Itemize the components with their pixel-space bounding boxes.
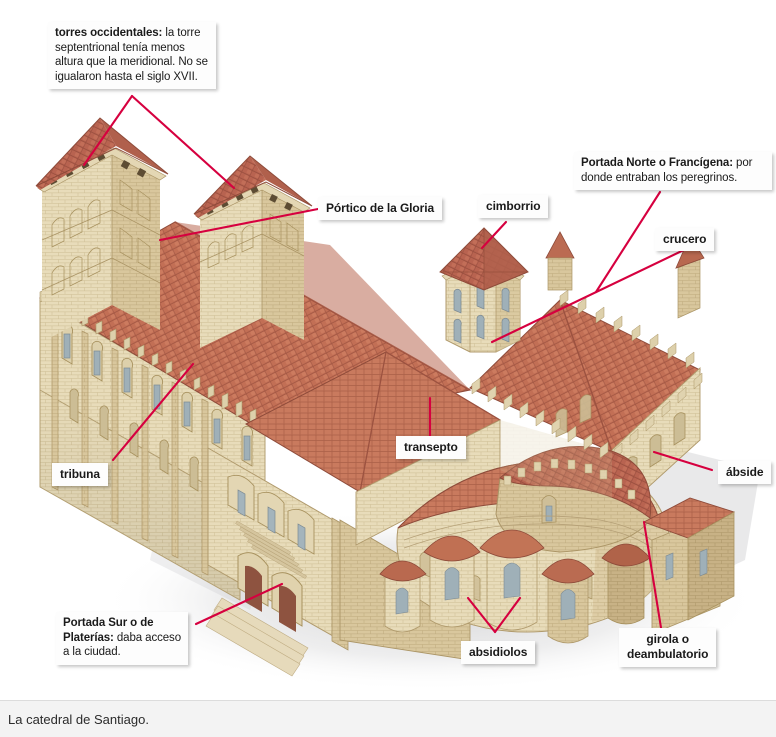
- label-absidiolos[interactable]: absidiolos: [461, 641, 536, 664]
- label-girola[interactable]: girola o deambulatorio: [619, 628, 717, 667]
- label-portada-norte[interactable]: Portada Norte o Francígena: por donde en…: [574, 152, 772, 190]
- label-term-line1: girola o: [646, 632, 689, 646]
- label-term: ábside: [726, 465, 764, 479]
- label-portada-sur[interactable]: Portada Sur o de Platerías: daba acceso …: [56, 612, 188, 665]
- label-term: absidiolos: [469, 645, 528, 659]
- label-term: tribuna: [60, 467, 100, 481]
- absidiolos: [379, 529, 651, 644]
- crossing-spire: [545, 231, 575, 291]
- label-term-line2: deambulatorio: [627, 647, 709, 661]
- label-term: Portada Sur o de Platerías:: [63, 617, 154, 644]
- label-description: por donde entraban los peregrinos.: [581, 157, 753, 184]
- east-annex: [642, 497, 736, 635]
- west-tower-north: [193, 155, 313, 348]
- cathedral-illustration: torres occidentales: la torre septentrio…: [35, 22, 772, 692]
- nave-parapet: [471, 377, 609, 459]
- label-description: daba acceso a la ciudad.: [63, 631, 181, 659]
- figure-caption-bar: La catedral de Santiago.: [0, 700, 776, 737]
- figure-caption: La catedral de Santiago.: [8, 712, 149, 727]
- label-transepto[interactable]: transepto: [396, 436, 466, 459]
- cathedral-drawing: [35, 117, 760, 692]
- label-term: transepto: [404, 440, 458, 454]
- label-abside[interactable]: ábside: [718, 461, 772, 484]
- label-term: torres occidentales:: [55, 27, 163, 39]
- label-crucero[interactable]: crucero: [655, 228, 715, 251]
- label-term: Portada Norte o Francígena:: [581, 157, 733, 169]
- label-cimborrio[interactable]: cimborrio: [478, 195, 549, 218]
- label-portico-de-la-gloria[interactable]: Pórtico de la Gloria: [318, 197, 443, 220]
- label-term: Pórtico de la Gloria: [326, 201, 435, 215]
- label-term: cimborrio: [486, 199, 541, 213]
- cimborrio-tower: [439, 227, 529, 353]
- west-tower-south: [35, 117, 169, 342]
- label-tribuna[interactable]: tribuna: [52, 463, 108, 486]
- label-torres-occidentales[interactable]: torres occidentales: la torre septentrio…: [48, 22, 216, 89]
- label-description: la torre septentrional tenía menos altur…: [55, 27, 208, 83]
- label-term: crucero: [663, 232, 707, 246]
